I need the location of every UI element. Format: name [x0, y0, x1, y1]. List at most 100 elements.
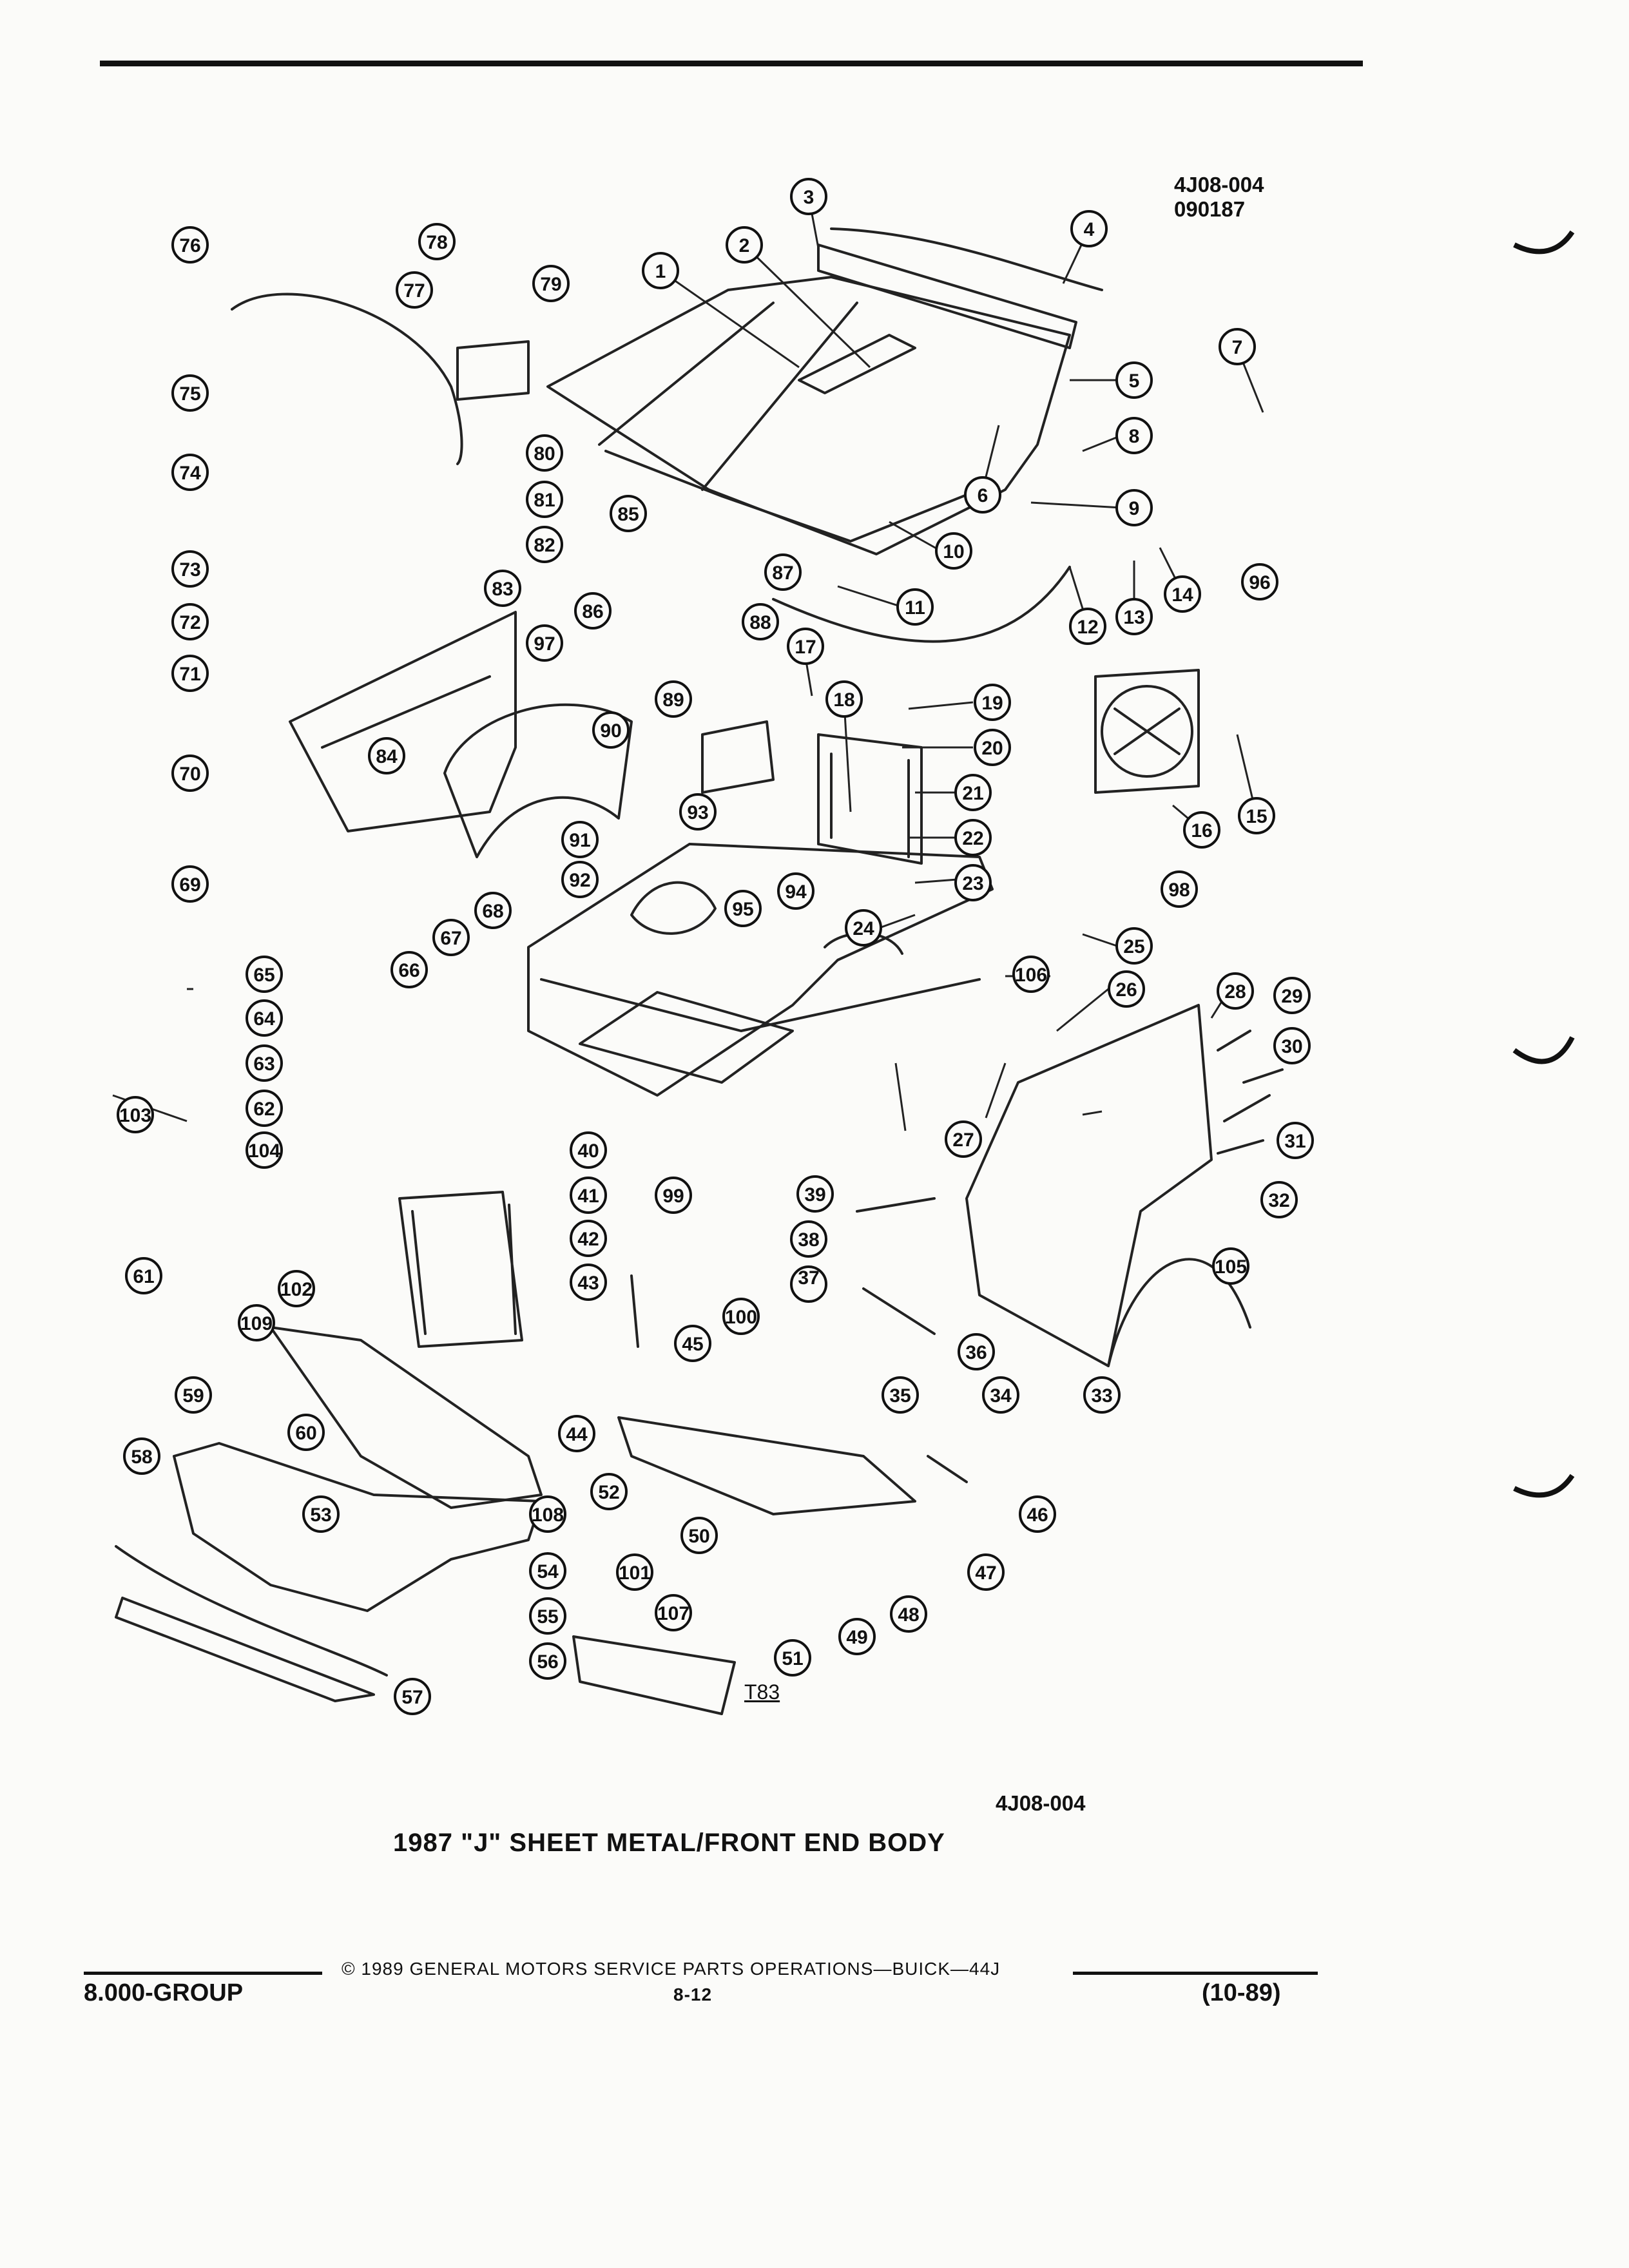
- svg-text:47: 47: [975, 1562, 996, 1584]
- callout-12: 12: [1069, 608, 1106, 645]
- svg-text:66: 66: [398, 960, 419, 981]
- callout-96: 96: [1241, 563, 1278, 601]
- wheelhouse-art: [443, 703, 633, 858]
- svg-text:14: 14: [1171, 584, 1193, 606]
- svg-text:48: 48: [898, 1604, 919, 1626]
- callout-104: 104: [246, 1131, 283, 1169]
- svg-text:55: 55: [537, 1606, 558, 1628]
- callout-6: 6: [964, 476, 1001, 514]
- callout-68: 68: [474, 892, 512, 929]
- svg-text:8: 8: [1129, 426, 1140, 447]
- subtag-label: T83: [744, 1680, 780, 1704]
- callout-67: 67: [432, 919, 470, 956]
- svg-text:5: 5: [1129, 370, 1140, 392]
- svg-text:84: 84: [376, 746, 398, 767]
- reservoir-art: [456, 340, 530, 401]
- callout-88: 88: [742, 603, 779, 640]
- callout-21: 21: [954, 774, 992, 811]
- callout-18: 18: [825, 680, 863, 718]
- svg-text:54: 54: [537, 1561, 559, 1582]
- svg-text:31: 31: [1284, 1131, 1306, 1152]
- footer-rule-left: [84, 1972, 322, 1975]
- svg-text:50: 50: [688, 1526, 709, 1547]
- svg-text:35: 35: [889, 1385, 911, 1407]
- callout-91: 91: [561, 821, 599, 858]
- svg-text:17: 17: [795, 637, 816, 658]
- svg-text:46: 46: [1027, 1504, 1048, 1526]
- callout-22: 22: [954, 819, 992, 856]
- diagram-code-header: 4J08-004 090187: [1174, 173, 1264, 222]
- svg-text:26: 26: [1115, 979, 1137, 1001]
- svg-text:80: 80: [534, 443, 555, 465]
- svg-text:64: 64: [253, 1008, 275, 1030]
- svg-text:22: 22: [962, 828, 983, 849]
- cowl-vent-art: [817, 244, 1077, 349]
- front-bumper-art: [115, 1326, 916, 1715]
- callout-54: 54: [529, 1552, 566, 1590]
- callout-36: 36: [958, 1333, 995, 1370]
- callout-46: 46: [1019, 1495, 1056, 1533]
- callout-50: 50: [680, 1517, 718, 1554]
- svg-text:81: 81: [534, 490, 555, 511]
- svg-text:93: 93: [687, 802, 708, 823]
- callout-77: 77: [396, 271, 433, 309]
- svg-text:42: 42: [577, 1229, 599, 1250]
- callout-109: 109: [238, 1304, 275, 1341]
- svg-text:96: 96: [1249, 572, 1270, 593]
- callout-100: 100: [722, 1298, 760, 1335]
- binder-edge-marks: [1512, 230, 1575, 1498]
- svg-text:85: 85: [617, 504, 639, 525]
- hood-release-cable-art: [772, 566, 1071, 643]
- hood-panel-art: [546, 276, 1071, 555]
- callout-94: 94: [777, 872, 815, 910]
- callout-58: 58: [123, 1437, 160, 1475]
- callout-61: 61: [125, 1257, 162, 1294]
- svg-text:56: 56: [537, 1651, 558, 1673]
- callout-26: 26: [1108, 970, 1145, 1008]
- sheet-title: 1987 "J" SHEET METAL/FRONT END BODY: [393, 1829, 945, 1857]
- svg-text:53: 53: [310, 1504, 331, 1526]
- svg-text:30: 30: [1281, 1036, 1302, 1057]
- callout-25: 25: [1115, 927, 1153, 965]
- callout-85: 85: [610, 495, 647, 532]
- svg-text:61: 61: [133, 1266, 154, 1287]
- svg-text:86: 86: [582, 601, 603, 622]
- callout-13: 13: [1115, 598, 1153, 635]
- svg-text:108: 108: [532, 1504, 564, 1526]
- callout-101: 101: [616, 1553, 653, 1591]
- svg-text:4: 4: [1084, 219, 1095, 240]
- callout-97: 97: [526, 624, 563, 662]
- callout-60: 60: [287, 1414, 325, 1451]
- svg-text:24: 24: [853, 918, 874, 939]
- radiator-art: [817, 733, 923, 865]
- callout-7: 7: [1219, 328, 1256, 365]
- callout-39: 39: [796, 1175, 834, 1213]
- callout-86: 86: [574, 592, 612, 629]
- callout-108: 108: [529, 1495, 566, 1533]
- footer-page-number: 8-12: [673, 1984, 713, 2004]
- svg-text:1: 1: [655, 261, 666, 282]
- callout-59: 59: [175, 1376, 212, 1414]
- svg-text:73: 73: [179, 559, 200, 581]
- svg-text:91: 91: [569, 830, 590, 851]
- svg-text:92: 92: [569, 870, 590, 891]
- svg-text:62: 62: [253, 1099, 275, 1120]
- svg-text:51: 51: [782, 1648, 803, 1669]
- svg-text:60: 60: [295, 1423, 316, 1444]
- svg-text:18: 18: [833, 689, 854, 711]
- callout-78: 78: [418, 223, 456, 260]
- svg-text:109: 109: [240, 1313, 273, 1334]
- callout-66: 66: [390, 951, 428, 988]
- svg-text:104: 104: [248, 1140, 280, 1162]
- callout-95: 95: [724, 890, 762, 927]
- callout-30: 30: [1273, 1027, 1311, 1064]
- callout-bubbles: 1 2 3 4 5 6 7 8 9 10 11 12 13 14 15 16 1…: [117, 178, 1314, 1715]
- callout-1: 1: [642, 252, 679, 289]
- callout-53: 53: [302, 1495, 340, 1533]
- svg-text:67: 67: [440, 928, 461, 949]
- svg-text:89: 89: [662, 689, 684, 711]
- callout-48: 48: [890, 1595, 927, 1633]
- svg-text:82: 82: [534, 535, 555, 556]
- callout-55: 55: [529, 1597, 566, 1635]
- svg-text:25: 25: [1123, 936, 1144, 957]
